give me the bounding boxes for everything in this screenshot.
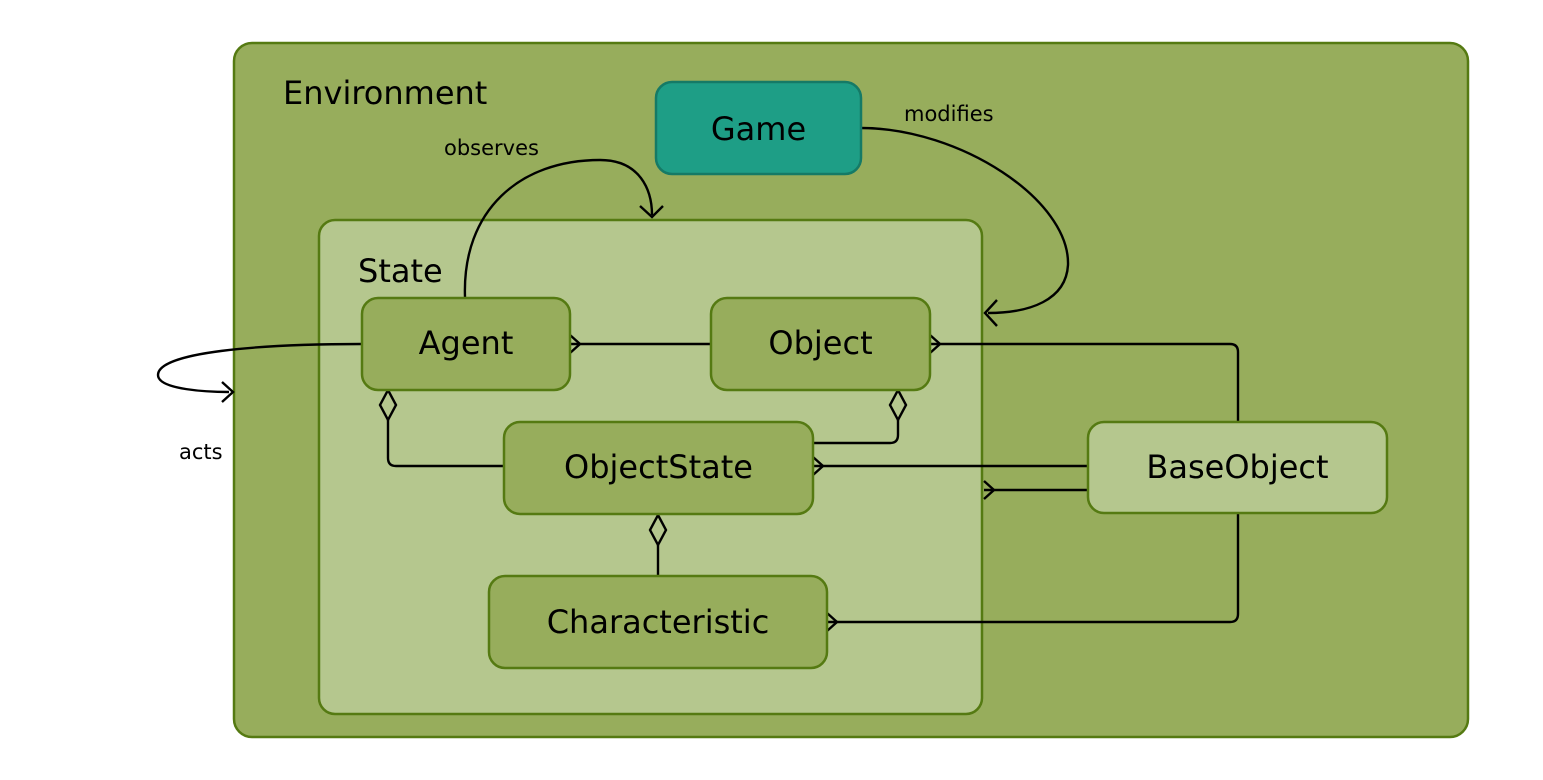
acts-label: acts (179, 440, 223, 464)
environment-label: Environment (283, 74, 487, 112)
modifies-label: modifies (904, 102, 994, 126)
game-node: Game (654, 80, 863, 176)
objectstate-baseobject-crowfoot (812, 456, 825, 476)
connectors (156, 126, 1240, 632)
characteristic-baseobject-crowfoot (826, 612, 839, 632)
observes-arrowhead (639, 205, 664, 219)
objectstate-agent-edge (386, 420, 504, 468)
object-baseobject-crowfoot (929, 334, 942, 354)
baseobject-node: BaseObject (1086, 420, 1389, 515)
baseobject-node-label: BaseObject (1146, 448, 1328, 486)
object-node-label: Object (768, 324, 872, 362)
acts-edge (156, 342, 363, 394)
characteristic-objectstate-diamond (648, 512, 668, 548)
objectstate-object-edge (813, 420, 900, 445)
characteristic-baseobject-edge (827, 513, 1240, 624)
agent-node: Agent (360, 296, 572, 392)
object-node: Object (709, 296, 932, 392)
game-node-label: Game (711, 110, 806, 148)
modifies-edge (860, 126, 1070, 315)
characteristic-node: Characteristic (487, 574, 829, 670)
agent-object-crowfoot (569, 334, 582, 354)
observes-label: observes (444, 136, 539, 160)
acts-arrowhead (221, 381, 235, 403)
state-label: State (358, 252, 443, 290)
observes-edge (463, 158, 654, 298)
objectstate-object-diamond (888, 387, 908, 423)
objectstate-agent-diamond (378, 387, 398, 423)
object-baseobject-edge (930, 342, 1240, 422)
state-baseobject-crowfoot (983, 480, 996, 500)
characteristic-node-label: Characteristic (547, 603, 770, 641)
objectstate-node-label: ObjectState (564, 448, 753, 486)
modifies-arrowhead (983, 299, 998, 327)
agent-node-label: Agent (419, 324, 514, 362)
objectstate-node: ObjectState (502, 420, 815, 516)
